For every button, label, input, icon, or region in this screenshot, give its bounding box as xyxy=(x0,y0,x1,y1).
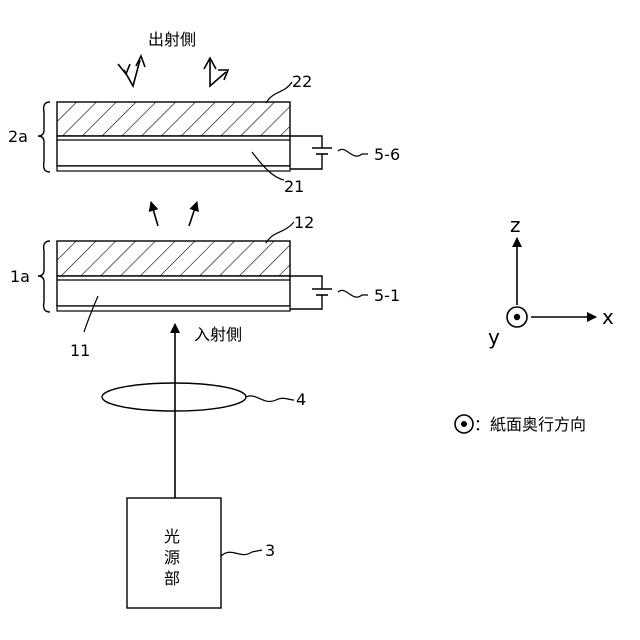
label-21: 21 xyxy=(284,177,304,196)
label-2a: 2a xyxy=(8,127,28,146)
y-axis-dot xyxy=(514,314,520,320)
legend: ：紙面奥行方向 xyxy=(455,415,586,434)
entry-side-label: 入射側 xyxy=(194,325,242,344)
unit-2a: 2a 22 21 5-6 xyxy=(8,72,400,196)
label-5-1: 5-1 xyxy=(374,286,400,305)
circuit-5-1 xyxy=(290,276,322,289)
label-12: 12 xyxy=(294,213,314,232)
layer-12-hatched xyxy=(57,241,290,276)
brace-1a xyxy=(38,241,50,312)
exit-scatter-arrows-left xyxy=(118,56,145,86)
layer-22-hatched xyxy=(57,102,290,136)
label-22: 22 xyxy=(292,72,312,91)
light-source-char-2: 源 xyxy=(164,548,180,567)
light-source-char-3: 部 xyxy=(164,569,180,588)
middle-arrows xyxy=(151,202,197,226)
label-11: 11 xyxy=(70,341,90,360)
exit-side-label: 出射側 xyxy=(148,30,196,49)
label-3: 3 xyxy=(265,541,275,560)
label-1a: 1a xyxy=(10,267,30,286)
coordinate-axes: z x y xyxy=(488,213,614,349)
legend-symbol-dot xyxy=(461,421,467,427)
label-5-6: 5-6 xyxy=(374,145,400,164)
label-4: 4 xyxy=(296,390,306,409)
brace-2a xyxy=(38,102,50,172)
circuit-5-6 xyxy=(290,136,322,148)
lens-4 xyxy=(102,383,246,411)
light-source-char-1: 光 xyxy=(164,527,180,546)
axis-label-z: z xyxy=(510,213,521,237)
exit-scatter-arrows-right xyxy=(204,58,228,86)
legend-text: ：紙面奥行方向 xyxy=(474,415,586,434)
axis-label-x: x xyxy=(602,305,614,329)
axis-label-y: y xyxy=(488,325,500,349)
